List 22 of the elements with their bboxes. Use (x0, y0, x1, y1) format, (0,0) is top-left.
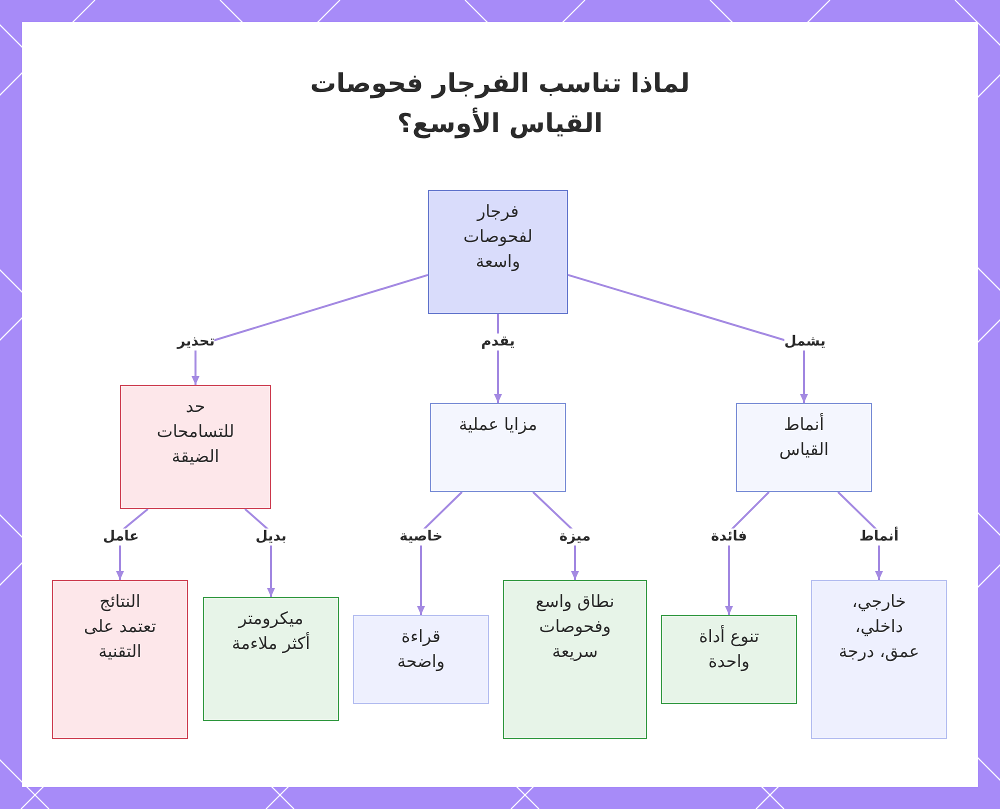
concept-box: أنماط القياس (736, 403, 872, 492)
concept-box: تنوع أداة واحدة (661, 615, 797, 704)
concept-box: نطاق واسع وفحوصات سريعة (503, 580, 647, 739)
concept-box: النتائج تعتمد على التقنية (52, 580, 188, 739)
edge-label: عامل (103, 528, 139, 546)
arrow (568, 274, 808, 403)
concept-box: فرجار لفحوصات واسعة (428, 190, 568, 314)
concept-box: حد للتسامحات الضيقة (120, 385, 271, 509)
arrow (192, 274, 428, 385)
edge-label: ميزة (559, 528, 591, 546)
concept-box: قراءة واضحة (353, 615, 489, 704)
concept-box: مزايا عملية (430, 403, 566, 492)
arrow (725, 491, 770, 615)
edge-label: يشمل (784, 334, 826, 350)
edge-label: فائدة (710, 528, 748, 546)
concept-box: خارجي، داخلي، عمق، درجة (811, 580, 947, 739)
edge-label: بديل (255, 528, 287, 546)
edge-label: يقدم (481, 334, 515, 350)
edge-label: خاصية (399, 528, 443, 546)
title: لماذا تناسب الفرجار فحوصات القياس الأوسع؟ (309, 68, 691, 141)
edge-label: أنماط (859, 528, 899, 546)
concept-box: ميكرومتر أكثر ملاءمة (203, 597, 339, 721)
